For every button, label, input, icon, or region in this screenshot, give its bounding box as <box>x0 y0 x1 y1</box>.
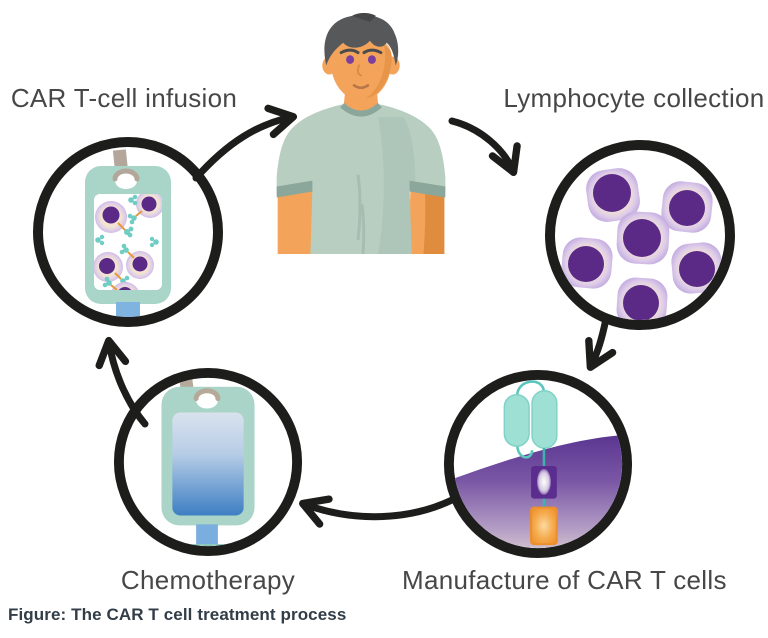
patient-eye <box>346 55 355 64</box>
patient-hair <box>324 14 399 66</box>
collection-label: Lymphocyte collection <box>503 83 765 113</box>
chemotherapy-iv-bag-icon <box>161 377 255 547</box>
infusion-label: CAR T-cell infusion <box>10 83 238 113</box>
iv-bag-with-car-t-cells-icon <box>85 149 171 317</box>
chemo-fluid <box>172 412 244 516</box>
infusion-node <box>33 137 223 327</box>
car-t-cell <box>94 252 130 287</box>
manufacture-label: Manufacture of CAR T cells <box>402 565 727 595</box>
free-receptor <box>95 194 159 248</box>
car-t-cell <box>95 201 134 238</box>
chemotherapy-label: Chemotherapy <box>120 565 296 595</box>
collection-node <box>545 140 735 330</box>
car-t-cell <box>127 194 162 225</box>
patient-eye <box>367 55 376 64</box>
car-t-cell <box>102 276 140 290</box>
car-receptor <box>503 380 558 546</box>
figure-caption: Figure: The CAR T cell treatment process <box>8 605 347 624</box>
car-t-cell <box>119 243 154 279</box>
lymphocyte-cells-icon <box>561 168 723 320</box>
patient-torso-icon <box>276 12 446 254</box>
manufacture-node <box>443 369 633 559</box>
arrow-manufacture-to-chemotherapy <box>299 495 456 528</box>
chemotherapy-node <box>113 367 303 557</box>
arrow-patient-to-collection <box>448 117 521 176</box>
